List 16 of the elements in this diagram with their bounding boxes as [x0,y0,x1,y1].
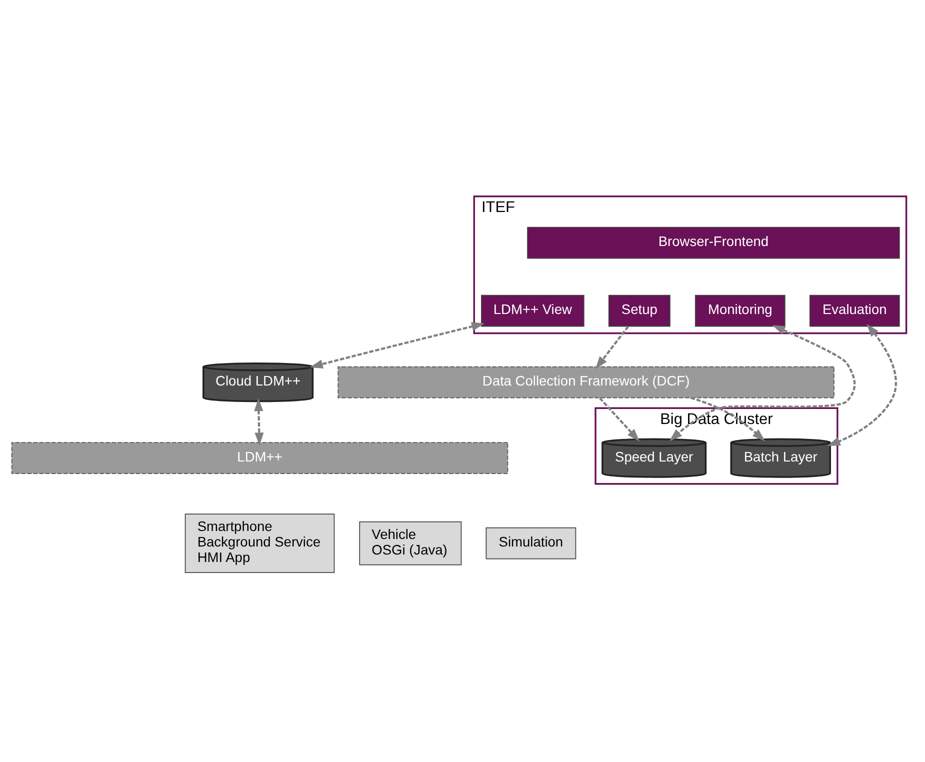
node-box: Browser-Frontend [527,226,900,259]
node-box: Vehicle OSGi (Java) [359,521,462,566]
arrow [669,325,856,442]
arrow [595,326,629,370]
node-box: Evaluation [809,294,900,327]
arrow [310,322,485,368]
node-box: Smartphone Background Service HMI App [184,514,335,573]
arrow [690,396,766,442]
arrow [827,324,897,446]
node-box: LDM++ [11,442,508,474]
node-box: Data Collection Framework (DCF) [338,366,834,398]
arrow [254,398,264,446]
node-box: LDM++ View [481,294,584,327]
node-box: Monitoring [694,294,786,327]
node-box: Setup [608,294,670,327]
node-box: Simulation [486,527,576,560]
